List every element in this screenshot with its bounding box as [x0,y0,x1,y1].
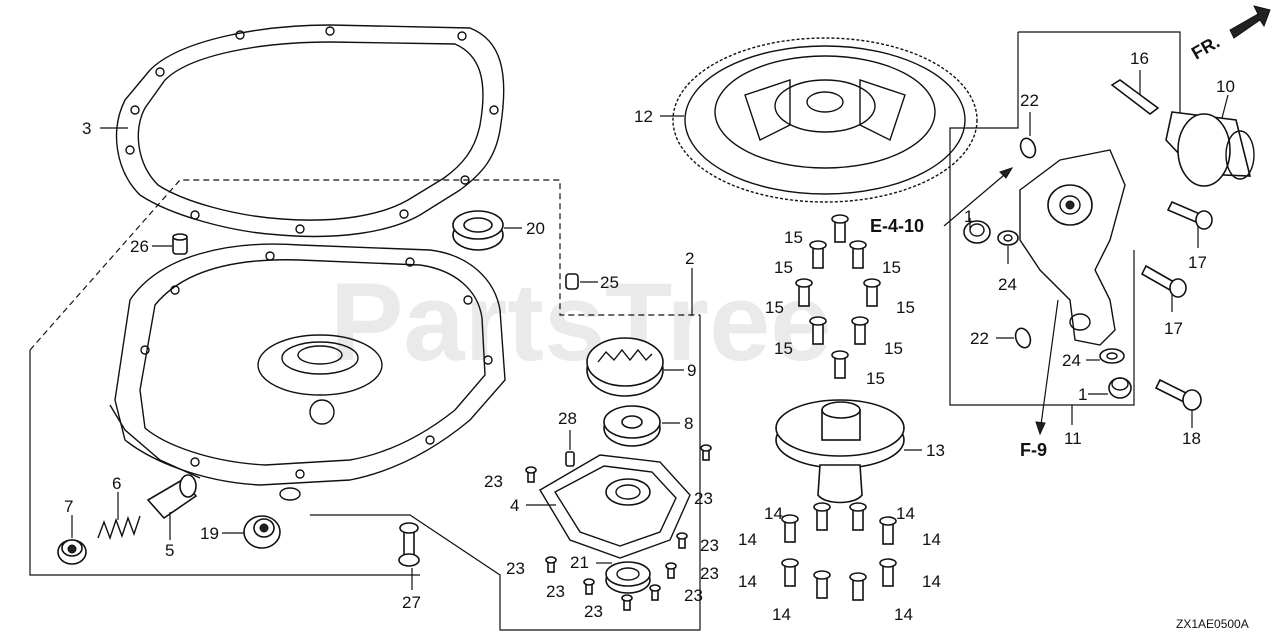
label-15-a: 15 [784,228,803,247]
label-23-g: 23 [684,586,703,605]
label-15-h: 15 [866,369,885,388]
label-27: 27 [402,593,421,612]
label-15-b: 15 [774,258,793,277]
part-5-valve[interactable] [146,474,198,520]
part-case-housing [109,243,506,501]
label-5: 5 [165,541,174,560]
label-24-a: 24 [998,275,1017,294]
part-3-gasket[interactable] [115,24,505,238]
label-17-b: 17 [1164,319,1183,338]
label-13: 13 [926,441,945,460]
part-12-flywheel-ring-gear[interactable] [672,37,978,203]
label-2: 2 [685,249,694,268]
label-26: 26 [130,237,149,256]
part-27-bolt[interactable] [398,522,420,567]
oil-filter-group-outline [949,31,1181,406]
label-8: 8 [684,414,693,433]
label-22-a: 22 [1020,91,1039,110]
part-14-bolts[interactable] [781,502,897,601]
label-14-b: 14 [896,504,915,523]
part-1-plug-lower[interactable] [1108,377,1132,399]
label-24-b: 24 [1062,351,1081,370]
ref-f-9[interactable]: F-9 [1020,440,1047,460]
label-28: 28 [558,409,577,428]
part-20-oil-seal[interactable] [452,210,504,251]
label-10: 10 [1216,77,1235,96]
label-4: 4 [510,496,519,515]
label-14-f: 14 [922,572,941,591]
label-23-c: 23 [700,536,719,555]
part-24-washer-lower[interactable] [1099,348,1125,364]
part-19-plug[interactable] [243,515,281,549]
label-3: 3 [82,119,91,138]
part-25-dowel-pin[interactable] [565,273,579,290]
label-16: 16 [1130,49,1149,68]
label-18: 18 [1182,429,1201,448]
label-12: 12 [634,107,653,126]
housing-group-outline [29,179,701,631]
label-15-c: 15 [882,258,901,277]
label-1-b: 1 [1078,385,1087,404]
label-23-e: 23 [700,564,719,583]
label-14-e: 14 [738,572,757,591]
label-23-d: 23 [506,559,525,578]
label-11: 11 [1064,429,1082,448]
ref-e-4-10[interactable]: E-4-10 [870,216,924,236]
label-21: 21 [570,553,589,572]
part-15-bolts[interactable] [795,214,881,379]
part-17-bolt-upper[interactable] [1166,200,1213,230]
label-25: 25 [600,273,619,292]
label-1-a: 1 [964,207,973,226]
part-8-inner-rotor[interactable] [603,405,661,447]
part-7-plug[interactable] [57,539,87,565]
part-23-screws[interactable] [525,444,712,611]
part-13-drive-hub[interactable] [775,399,905,504]
label-19: 19 [200,524,219,543]
part-oil-filter-base [1019,149,1126,346]
fr-marker: FR. [1188,32,1223,64]
part-21-oil-seal[interactable] [605,561,651,594]
label-17-a: 17 [1188,253,1207,272]
label-23-a: 23 [484,472,503,491]
label-23-h: 23 [584,602,603,621]
label-9: 9 [687,361,696,380]
label-14-a: 14 [764,504,783,523]
part-26-dowel-pin[interactable] [172,233,188,255]
label-6: 6 [112,474,121,493]
label-15-f: 15 [774,339,793,358]
part-9-outer-rotor[interactable] [586,337,664,397]
part-24-washer-upper[interactable] [997,230,1019,246]
label-15-e: 15 [896,298,915,317]
part-6-spring[interactable] [97,515,141,541]
label-23-b: 23 [694,489,713,508]
label-20: 20 [526,219,545,238]
label-14-c: 14 [738,530,757,549]
label-14-g: 14 [772,605,791,624]
diagram-code: ZX1AE0500A [1176,617,1249,631]
label-15-g: 15 [884,339,903,358]
part-4-pump-cover[interactable] [539,454,691,559]
label-7: 7 [64,497,73,516]
front-direction-arrow: FR. [1188,5,1271,64]
part-22-o-ring-lower[interactable] [1013,326,1033,350]
label-14-d: 14 [922,530,941,549]
label-22-b: 22 [970,329,989,348]
part-16-threaded-nipple[interactable] [1110,79,1160,116]
part-17-bolt-lower[interactable] [1140,264,1187,298]
part-22-o-ring-upper[interactable] [1018,136,1038,160]
part-10-oil-filter[interactable] [1165,111,1255,187]
part-18-bolt[interactable] [1154,378,1202,411]
label-14-h: 14 [894,605,913,624]
label-15-d: 15 [765,298,784,317]
watermark: PartsTree [330,261,831,384]
part-28-pin[interactable] [565,451,575,467]
label-23-f: 23 [546,582,565,601]
